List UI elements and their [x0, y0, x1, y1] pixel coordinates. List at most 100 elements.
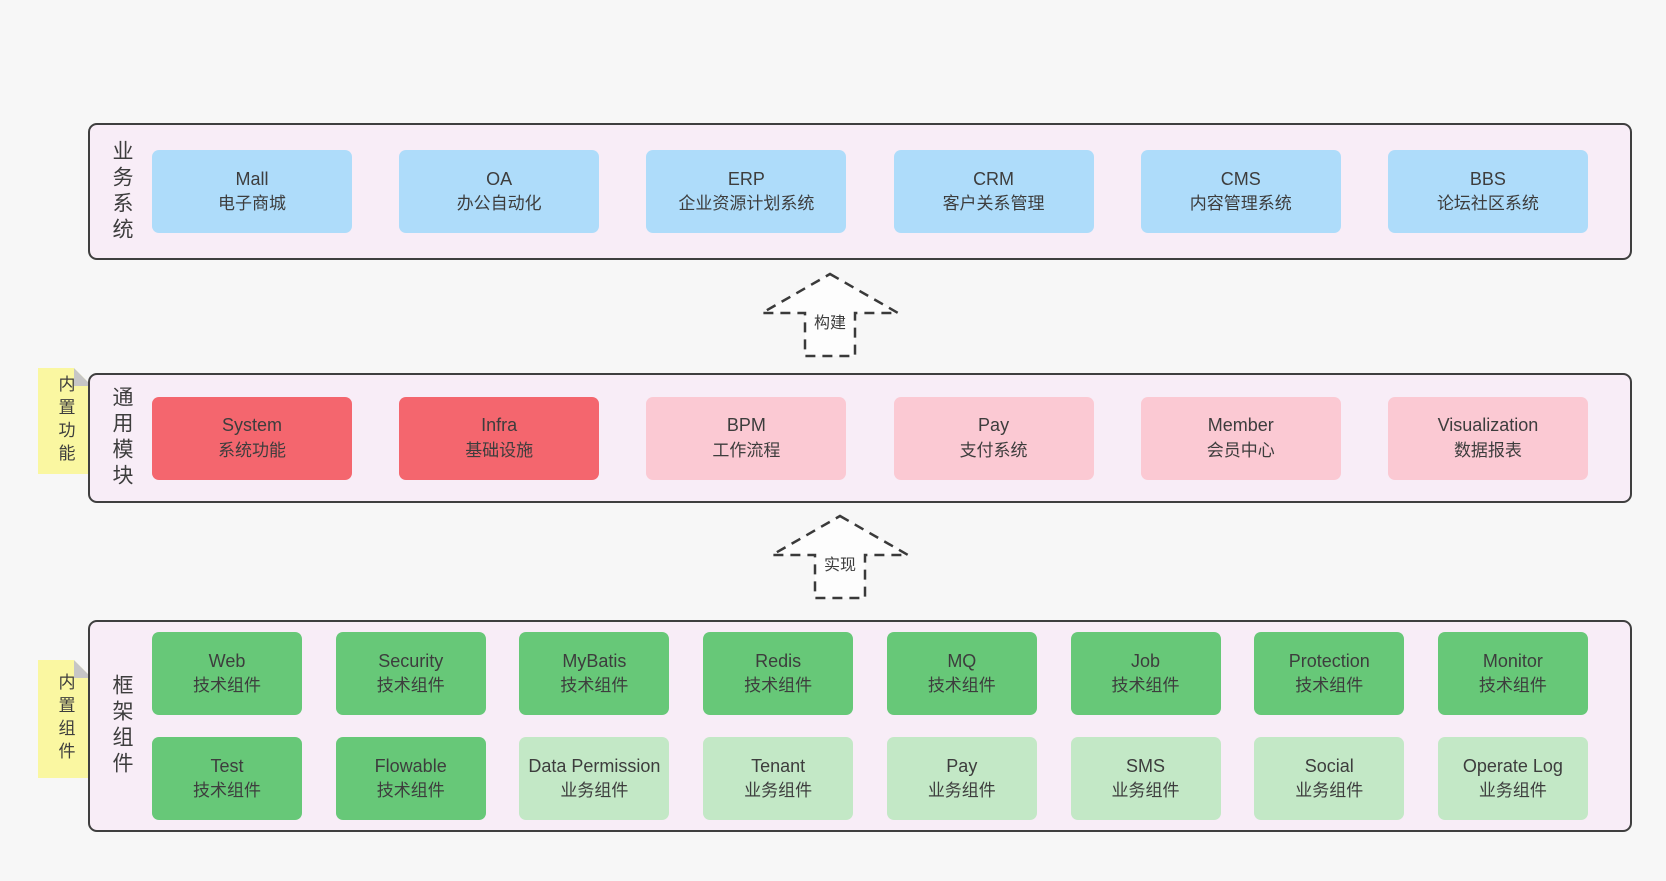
- box-subtitle: 技术组件: [927, 676, 996, 696]
- box-title: BPM: [726, 415, 766, 436]
- framework-layer-label-col: 框架组件: [90, 622, 152, 830]
- box-title: Job: [1131, 650, 1161, 671]
- modules-layer-label: 通用模块: [110, 386, 133, 490]
- box-subtitle: 技术组件: [560, 676, 629, 696]
- box-title: OA: [486, 168, 513, 189]
- box-title: MyBatis: [562, 650, 627, 671]
- business-layer-panel: 业务系统 Mall 电子商城 OA 办公自动化 ERP 企业资源计划系统 CRM…: [88, 123, 1632, 260]
- diagram-box-social: Social 业务组件: [1254, 737, 1405, 820]
- box-title: Pay: [946, 755, 978, 776]
- box-title: Web: [208, 650, 246, 671]
- box-subtitle: 业务组件: [927, 781, 996, 801]
- built-in-components-note: 内置组件: [38, 660, 92, 778]
- implement-arrow-label: 实现: [824, 556, 856, 574]
- diagram-box-bpm: BPM 工作流程: [646, 396, 847, 480]
- diagram-box-mybatis: MyBatis 技术组件: [519, 632, 670, 715]
- diagram-box-redis: Redis 技术组件: [703, 632, 854, 715]
- diagram-box-flowable: Flowable 技术组件: [335, 737, 486, 820]
- box-subtitle: 数据报表: [1453, 440, 1522, 460]
- box-subtitle: 企业资源计划系统: [678, 194, 815, 214]
- box-subtitle: 技术组件: [193, 781, 261, 801]
- diagram-box-protection: Protection 技术组件: [1254, 632, 1405, 715]
- box-title: Pay: [978, 415, 1010, 436]
- box-subtitle: 系统功能: [218, 440, 286, 460]
- built-in-components-note-label: 内置组件: [55, 673, 75, 765]
- diagram-box-sms: SMS 业务组件: [1070, 737, 1221, 820]
- up-arrow-icon: 构建: [760, 272, 900, 358]
- box-title: Flowable: [374, 755, 447, 776]
- box-title: Security: [378, 650, 444, 671]
- box-title: Redis: [755, 650, 802, 671]
- box-title: MQ: [947, 650, 977, 671]
- box-title: System: [221, 415, 282, 436]
- box-title: Test: [210, 755, 244, 776]
- box-subtitle: 电子商城: [218, 194, 286, 214]
- framework-row-2: Test 技术组件 Flowable 技术组件 Data Permission …: [152, 737, 1588, 820]
- box-title: ERP: [727, 168, 765, 189]
- box-subtitle: 技术组件: [1478, 676, 1547, 696]
- diagram-box-bbs: BBS 论坛社区系统: [1387, 150, 1588, 233]
- diagram-box-job: Job 技术组件: [1070, 632, 1221, 715]
- diagram-box-system: System 系统功能: [152, 396, 352, 480]
- box-title: Protection: [1288, 650, 1370, 671]
- diagram-box-pay-module: Pay 支付系统: [893, 396, 1094, 480]
- box-subtitle: 内容管理系统: [1189, 194, 1292, 214]
- implement-arrow: 实现: [770, 514, 910, 600]
- diagram-box-oa: OA 办公自动化: [399, 150, 600, 233]
- build-arrow: 构建: [760, 272, 900, 358]
- box-subtitle: 技术组件: [193, 676, 261, 696]
- box-title: CMS: [1220, 168, 1261, 189]
- box-title: SMS: [1126, 755, 1166, 776]
- diagram-box-cms: CMS 内容管理系统: [1140, 150, 1341, 233]
- box-title: Data Permission: [528, 755, 661, 776]
- framework-layer-label: 框架组件: [110, 674, 133, 778]
- box-title: Social: [1304, 755, 1354, 776]
- box-subtitle: 技术组件: [1111, 676, 1180, 696]
- up-arrow-icon: 实现: [770, 514, 910, 600]
- box-subtitle: 业务组件: [744, 781, 813, 801]
- box-title: Tenant: [751, 755, 806, 776]
- box-title: Infra: [481, 415, 518, 436]
- box-subtitle: 论坛社区系统: [1436, 194, 1539, 214]
- diagram-box-crm: CRM 客户关系管理: [893, 150, 1094, 233]
- box-subtitle: 支付系统: [959, 440, 1028, 460]
- diagram-box-erp: ERP 企业资源计划系统: [646, 150, 847, 233]
- box-title: CRM: [973, 168, 1015, 189]
- business-layer-boxes: Mall 电子商城 OA 办公自动化 ERP 企业资源计划系统 CRM 客户关系…: [152, 125, 1630, 258]
- framework-row-1: Web 技术组件 Security 技术组件 MyBatis 技术组件 Redi…: [152, 632, 1588, 715]
- box-title: Member: [1207, 415, 1274, 436]
- box-subtitle: 技术组件: [376, 781, 445, 801]
- diagram-box-data-permission: Data Permission 业务组件: [519, 737, 670, 820]
- diagram-box-monitor: Monitor 技术组件: [1437, 632, 1588, 715]
- diagram-box-member: Member 会员中心: [1140, 396, 1341, 480]
- diagram-box-operate-log: Operate Log 业务组件: [1437, 737, 1588, 820]
- box-title: Visualization: [1437, 415, 1539, 436]
- framework-layer-boxes: Web 技术组件 Security 技术组件 MyBatis 技术组件 Redi…: [152, 622, 1630, 830]
- box-title: Operate Log: [1462, 755, 1563, 776]
- box-subtitle: 客户关系管理: [942, 194, 1045, 214]
- business-layer-label-col: 业务系统: [90, 125, 152, 258]
- diagram-box-test: Test 技术组件: [152, 737, 302, 820]
- diagram-box-tenant: Tenant 业务组件: [703, 737, 854, 820]
- built-in-features-note: 内置功能: [38, 368, 92, 474]
- box-subtitle: 基础设施: [465, 440, 534, 460]
- built-in-features-note-label: 内置功能: [55, 375, 75, 467]
- box-title: Mall: [235, 168, 269, 189]
- box-subtitle: 会员中心: [1206, 440, 1275, 460]
- box-subtitle: 技术组件: [376, 676, 445, 696]
- box-subtitle: 业务组件: [1295, 781, 1364, 801]
- box-subtitle: 工作流程: [712, 440, 781, 460]
- build-arrow-label: 构建: [814, 314, 846, 332]
- box-subtitle: 技术组件: [744, 676, 813, 696]
- diagram-box-mq: MQ 技术组件: [886, 632, 1037, 715]
- diagram-box-pay-component: Pay 业务组件: [886, 737, 1037, 820]
- business-layer-label: 业务系统: [110, 139, 133, 244]
- diagram-box-infra: Infra 基础设施: [399, 396, 600, 480]
- diagram-box-visualization: Visualization 数据报表: [1387, 396, 1588, 480]
- diagram-box-security: Security 技术组件: [335, 632, 486, 715]
- box-title: BBS: [1469, 168, 1506, 189]
- box-subtitle: 业务组件: [1478, 781, 1547, 801]
- box-subtitle: 技术组件: [1295, 676, 1364, 696]
- modules-layer-boxes: System 系统功能 Infra 基础设施 BPM 工作流程 Pay 支付系统…: [152, 375, 1630, 501]
